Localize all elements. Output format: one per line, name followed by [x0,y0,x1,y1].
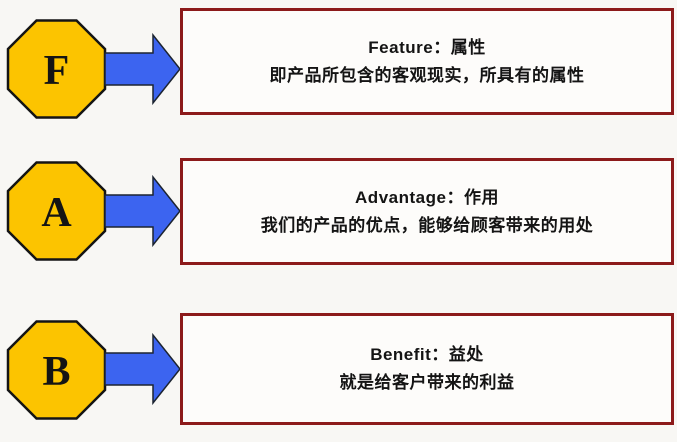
arrow-advantage-icon [104,174,181,248]
feature-description: 即产品所包含的客观现实，所具有的属性 [269,65,585,85]
benefit-heading: Benefit：益处 [370,345,484,364]
arrow-benefit-icon [104,332,181,406]
advantage-description: 我们的产品的优点，能够给顾客带来的用处 [260,215,594,235]
octagon-feature: F [6,19,107,119]
feature-heading: Feature：属性 [368,37,486,57]
feature-box: Feature：属性 即产品所包含的客观现实，所具有的属性 [180,8,674,115]
octagon-letter-f: F [44,48,70,94]
octagon-shape-f [6,19,107,119]
octagon-shape-a [6,161,107,261]
octagon-advantage: A [6,161,107,261]
octagon-benefit: B [6,320,107,420]
benefit-box: Benefit：益处 就是给客户带来的利益 [180,313,674,425]
octagon-letter-a: A [41,190,72,236]
octagon-shape-b [6,320,107,420]
advantage-heading: Advantage：作用 [355,187,499,207]
benefit-description: 就是给客户带来的利益 [339,373,515,392]
arrow-feature-icon [104,32,181,106]
advantage-box: Advantage：作用 我们的产品的优点，能够给顾客带来的用处 [180,158,674,265]
octagon-letter-b: B [42,349,70,395]
